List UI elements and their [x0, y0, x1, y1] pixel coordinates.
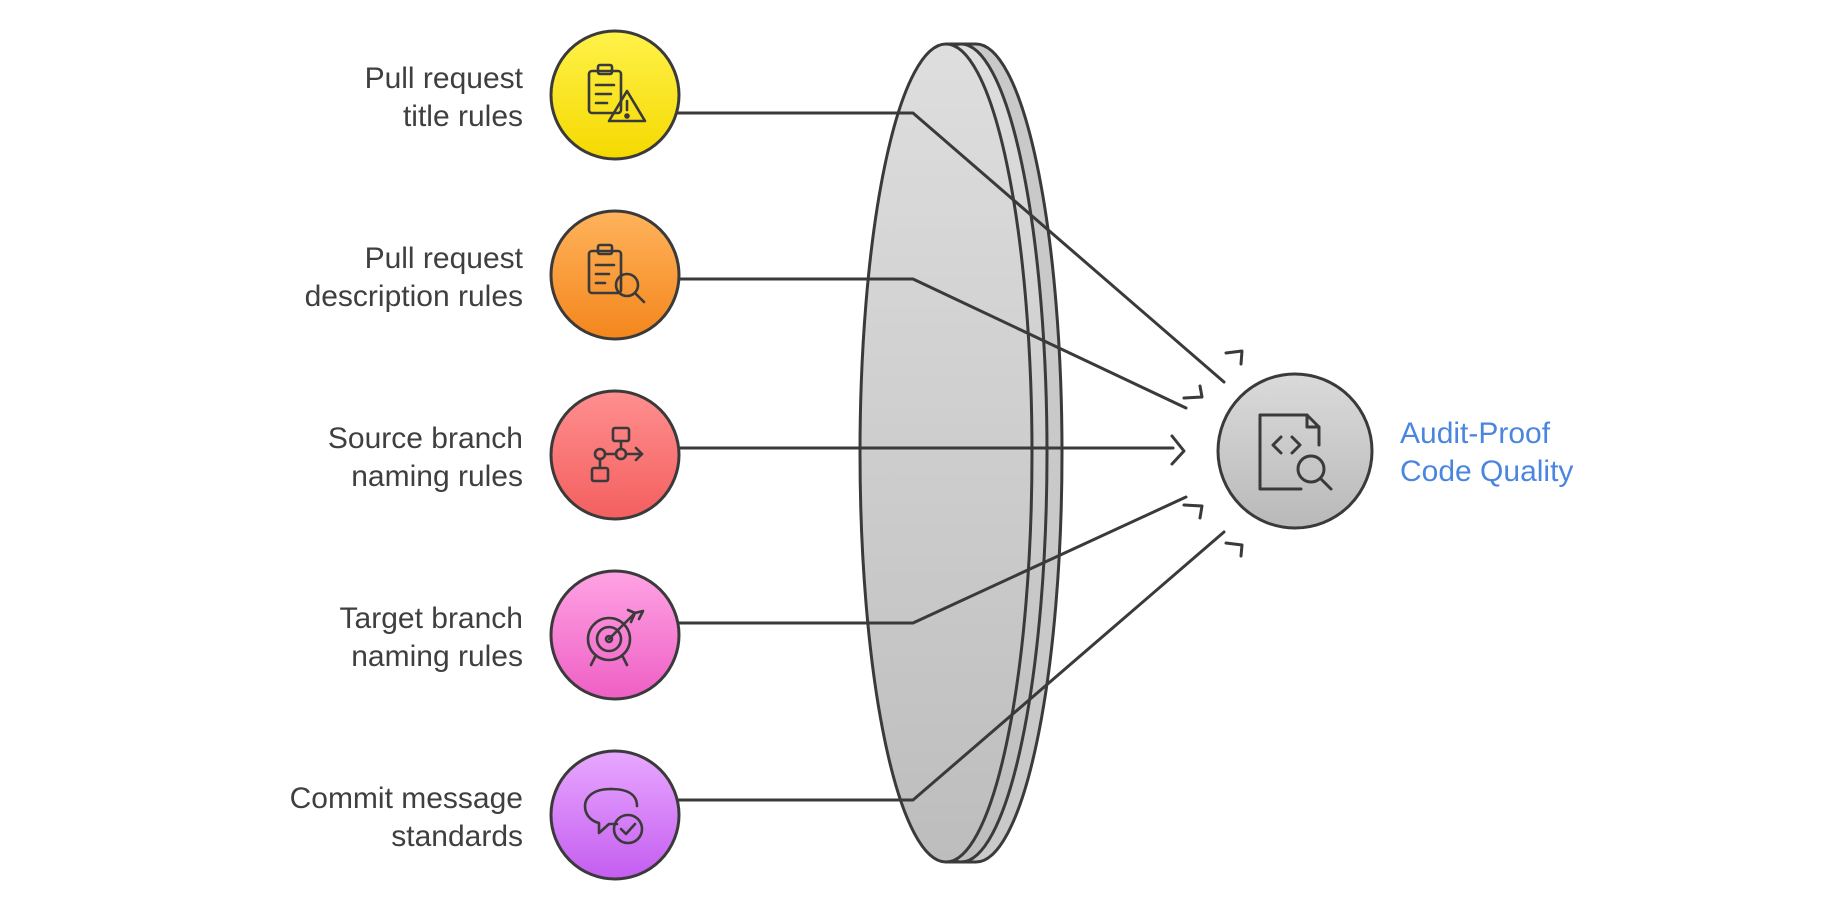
input-label-line-1: Target branch: [340, 602, 523, 635]
outcome-node: Audit-Proof Code Quality: [1216, 372, 1573, 530]
input-node-circle: [549, 209, 681, 341]
input-label: Pull request title rules: [365, 62, 524, 133]
input-label: Source branch naming rules: [328, 422, 523, 493]
arrow-ticks: [1170, 349, 1244, 558]
clipboard-warning-icon: [587, 63, 647, 123]
input-label-line-1: Source branch: [328, 422, 523, 455]
connector-4: [658, 495, 1188, 625]
input-node-4: Target branch naming rules: [340, 569, 681, 701]
code-file-search-icon: [1258, 413, 1333, 491]
input-label-line-2: standards: [391, 820, 523, 853]
arrow-tick-4: [1182, 503, 1204, 520]
lens: [858, 42, 1064, 864]
target-arrow-icon: [586, 608, 645, 667]
input-label-line-2: naming rules: [351, 460, 523, 493]
flowchart-icon: [590, 426, 644, 483]
arrow-tick-3: [1170, 434, 1186, 466]
connectors: [658, 111, 1226, 802]
input-label: Target branch naming rules: [340, 602, 523, 673]
input-node-2: Pull request description rules: [305, 209, 681, 341]
input-label: Commit message standards: [290, 782, 523, 853]
arrow-tick-2: [1182, 384, 1204, 400]
input-label-line-2: naming rules: [351, 640, 523, 673]
connector-1: [658, 111, 1226, 384]
input-label-line-1: Commit message: [290, 782, 523, 815]
lens-front-disc: [858, 42, 1034, 864]
input-node-3: Source branch naming rules: [328, 389, 681, 521]
input-node-circle: [549, 749, 681, 881]
outcome-label: Audit-Proof Code Quality: [1400, 417, 1573, 488]
arrow-tick-1: [1224, 349, 1244, 366]
connector-2: [658, 277, 1188, 410]
input-node-circle: [549, 29, 681, 161]
input-node-5: Commit message standards: [290, 749, 681, 881]
input-label-line-2: description rules: [305, 280, 523, 313]
input-label-line-2: title rules: [403, 100, 523, 133]
input-label: Pull request description rules: [305, 242, 524, 313]
input-label-line-1: Pull request: [365, 242, 524, 275]
arrow-tick-5: [1224, 541, 1244, 558]
outcome-label-line-1: Audit-Proof: [1400, 417, 1551, 450]
input-node-1: Pull request title rules: [365, 29, 681, 161]
input-label-line-1: Pull request: [365, 62, 524, 95]
clipboard-search-icon: [587, 243, 646, 304]
input-node-circle: [549, 569, 681, 701]
connector-5: [658, 530, 1226, 802]
chat-check-icon: [583, 787, 644, 845]
outcome-label-line-2: Code Quality: [1400, 455, 1573, 488]
